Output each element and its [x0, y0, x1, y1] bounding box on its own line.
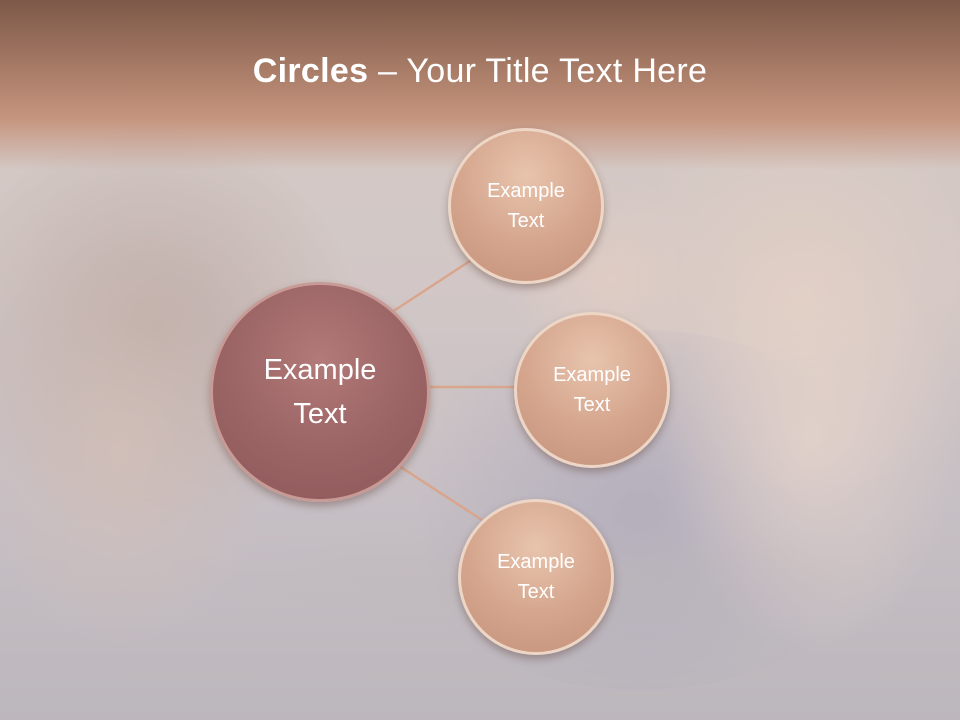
node-circle-label: Example Text — [487, 180, 565, 232]
slide-title[interactable]: Circles – Your Title Text Here — [0, 52, 960, 91]
connector-1 — [391, 255, 477, 314]
node-circle-label: Example Text — [553, 364, 631, 416]
node-circle-3[interactable]: Example Text — [458, 499, 614, 655]
node-circle-1[interactable]: Example Text — [448, 128, 604, 284]
center-circle[interactable]: Example Text — [210, 282, 430, 502]
title-bold: Circles — [252, 52, 369, 90]
title-rest: – Your Title Text Here — [368, 52, 708, 90]
node-circle-2[interactable]: Example Text — [514, 312, 670, 468]
connector-3 — [395, 462, 483, 522]
node-circle-label: Example Text — [497, 551, 575, 603]
center-circle-label: Example Text — [263, 354, 377, 430]
